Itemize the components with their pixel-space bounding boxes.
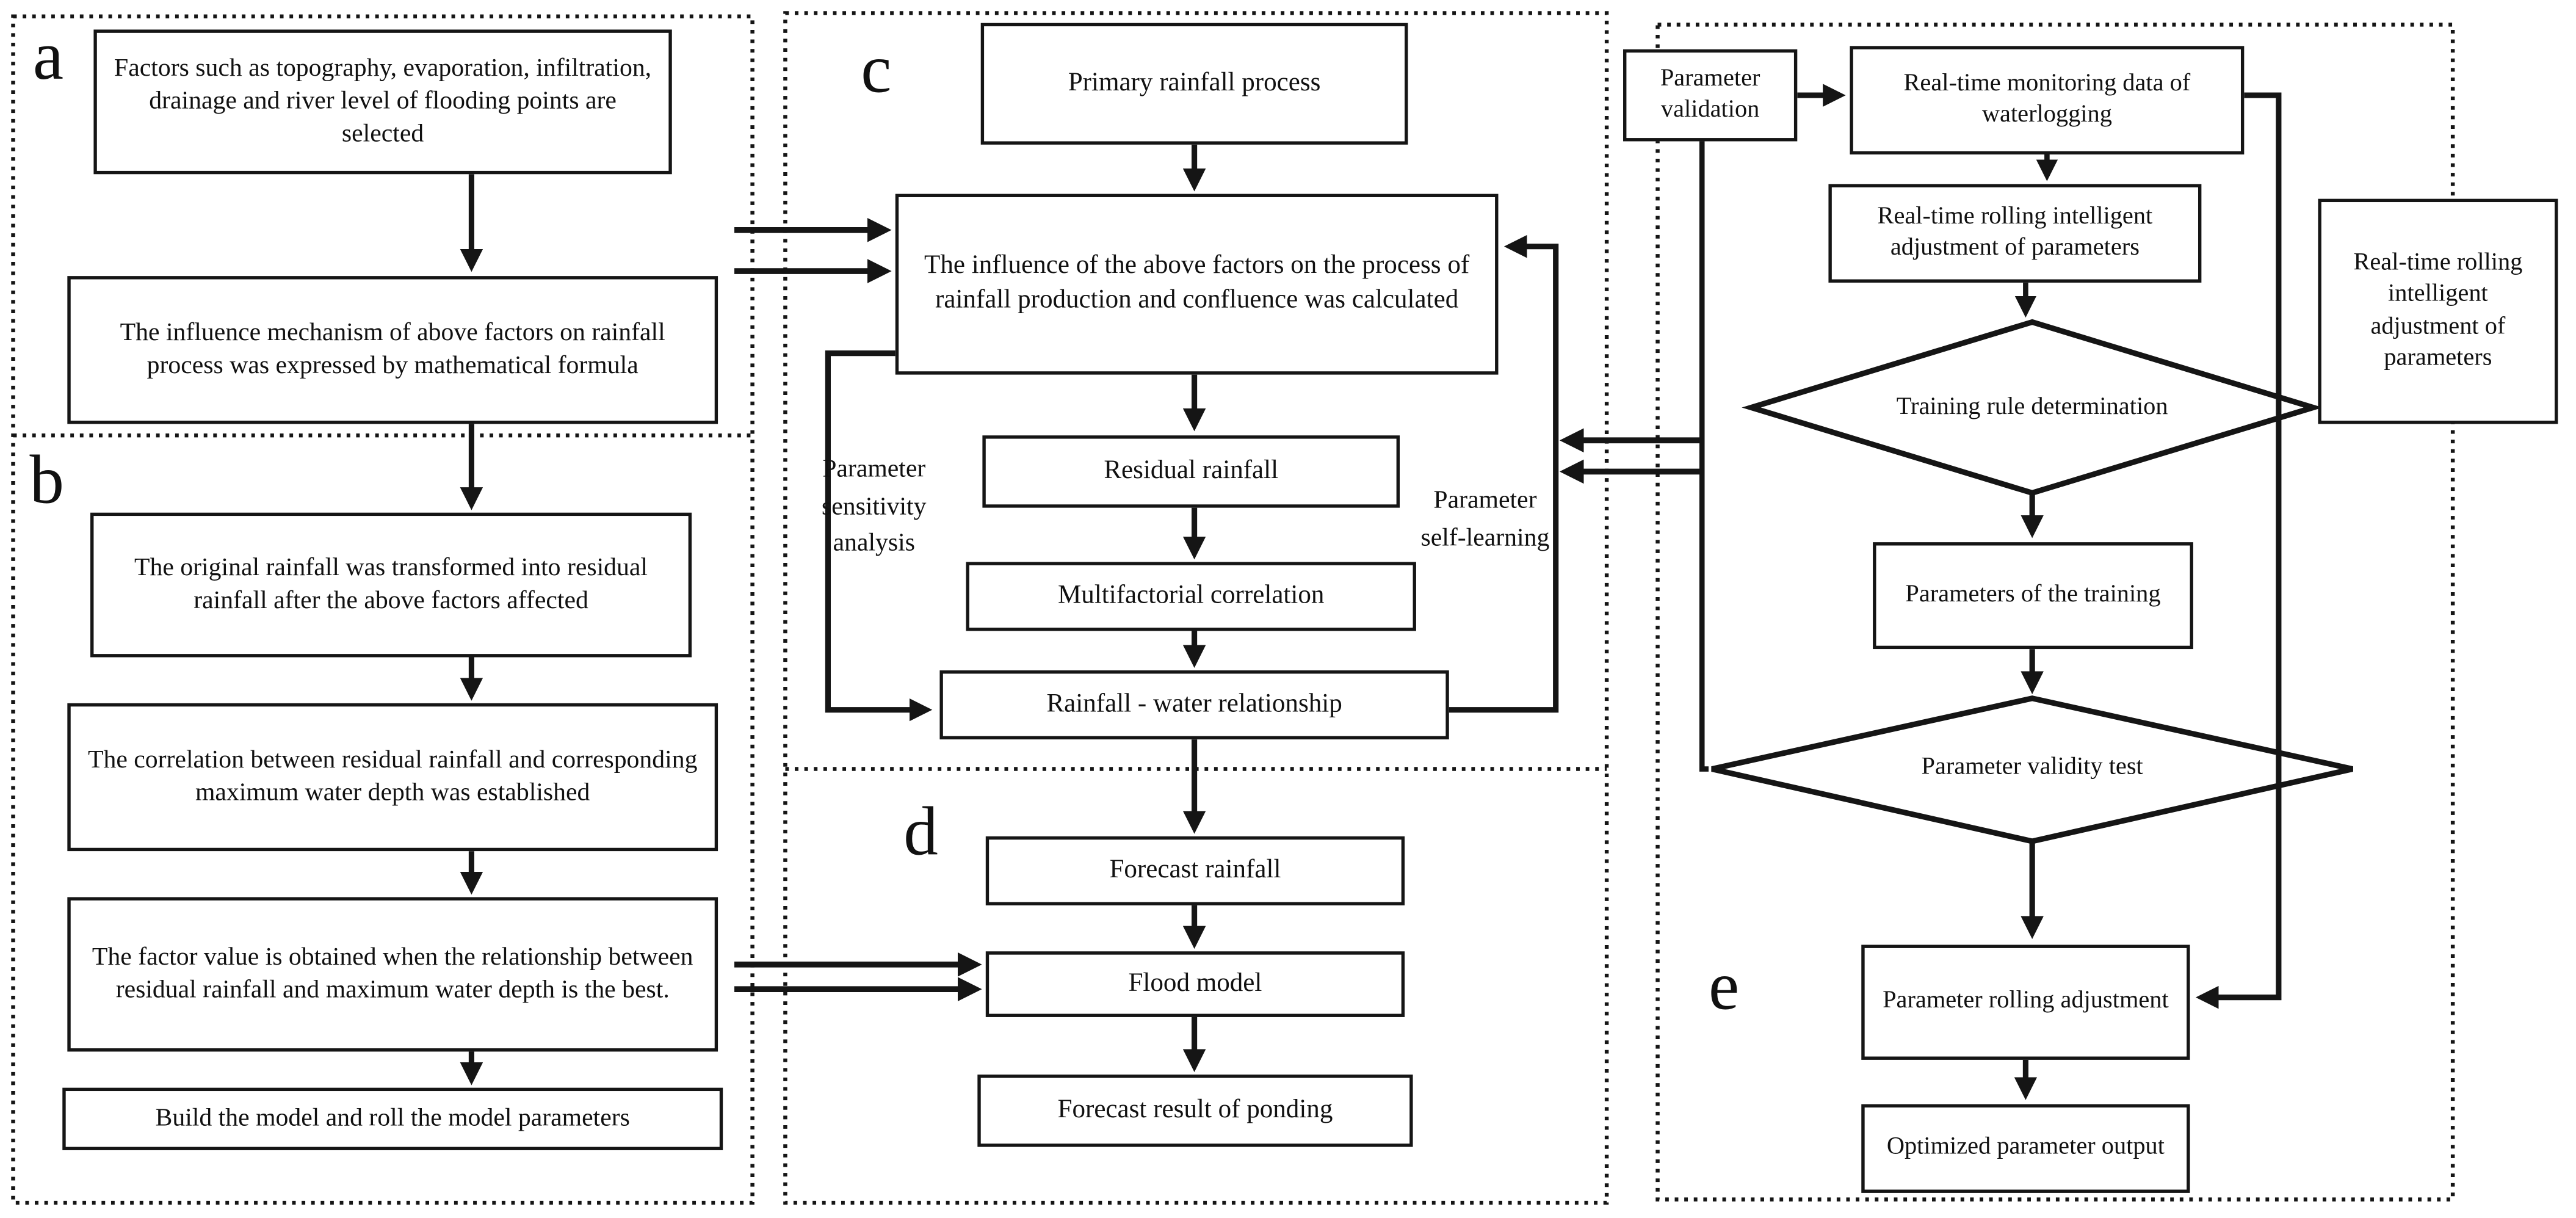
box-factors-selected: Factors such as topography, evaporation,… <box>93 29 672 175</box>
box-residual-rainfall: Residual rainfall <box>982 435 1400 508</box>
label-parameter-sensitivity-analysis: Parameter sensitivity analysis <box>821 454 927 558</box>
box-build-model: Build the model and roll the model param… <box>62 1087 723 1150</box>
box-realtime-monitoring-data: Real-time monitoring data of waterloggin… <box>1850 46 2245 154</box>
box-parameter-rolling-adjustment: Parameter rolling adjustment <box>1861 944 2190 1060</box>
box-flood-model: Flood model <box>985 951 1405 1017</box>
diamond-label-training-rule: Training rule determination <box>1896 394 2168 421</box>
box-influence-mechanism: The influence mechanism of above factors… <box>67 276 718 424</box>
label-parameter-self-learning: Parameter self-learning <box>1420 486 1550 553</box>
panel-e-border <box>1655 23 2455 1202</box>
box-parameter-validation: Parameter validation <box>1623 49 1798 142</box>
panel-e-label: e <box>1708 949 1740 1026</box>
diamond-label-validity-test: Parameter validity test <box>1921 754 2143 781</box>
box-correlation-established: The correlation between residual rainfal… <box>67 703 718 852</box>
panel-b-label: b <box>29 443 64 520</box>
panel-cd-border <box>783 11 1609 1205</box>
box-original-rainfall-transformed: The original rainfall was transformed in… <box>90 512 692 658</box>
panel-c-label: c <box>861 32 892 109</box>
box-realtime-rolling-adjustment-center: Real-time rolling intelligent adjustment… <box>1828 184 2202 283</box>
rolling-feedback-line <box>2195 92 2282 1009</box>
box-primary-rainfall-process: Primary rainfall process <box>980 23 1408 145</box>
box-factor-value-obtained: The factor value is obtained when the re… <box>67 897 718 1052</box>
panel-d-label: d <box>903 795 938 871</box>
sensitivity-analysis-loop-line <box>825 350 933 722</box>
panel-a-label: a <box>32 20 64 96</box>
validation-downline <box>1699 141 1709 772</box>
box-realtime-rolling-adjustment-right: Real-time rolling intelligent adjustment… <box>2318 198 2558 424</box>
self-learning-loop-line <box>1449 234 1559 713</box>
box-influence-calculated: The influence of the above factors on th… <box>895 194 1499 375</box>
box-multifactorial-correlation: Multifactorial correlation <box>966 562 1416 631</box>
box-forecast-result-ponding: Forecast result of ponding <box>977 1075 1413 1147</box>
box-parameters-of-training: Parameters of the training <box>1873 542 2193 650</box>
box-forecast-rainfall: Forecast rainfall <box>985 836 1405 905</box>
box-optimized-parameter-output: Optimized parameter output <box>1861 1104 2190 1193</box>
box-rainfall-water-relationship: Rainfall - water relationship <box>939 670 1449 740</box>
